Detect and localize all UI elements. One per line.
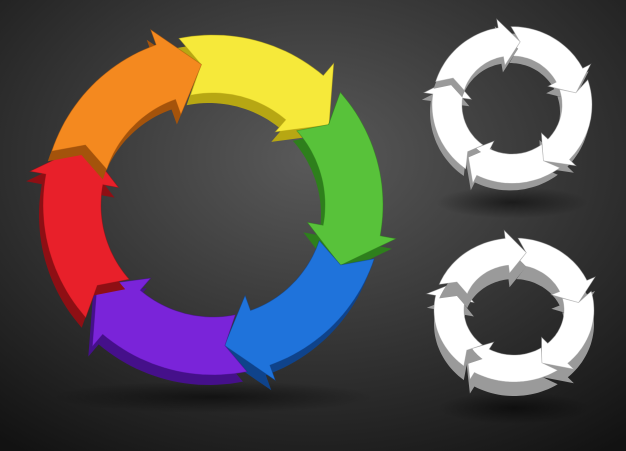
white-cycle-flat-arrow-4	[421, 77, 484, 176]
white-cycle-flat-arrow-2	[539, 79, 593, 173]
yellow-arrow	[175, 34, 335, 142]
purple-arrow	[88, 277, 248, 385]
small-cycle-bottom	[425, 229, 597, 424]
white-cycle-flat-arrow-5	[433, 17, 521, 98]
small-cycle-bottom-shadow	[438, 392, 590, 424]
white-cycle-flat-arrow-2-face	[540, 79, 593, 167]
white-cycle-flat-arrow-1-face	[510, 26, 592, 94]
small-cycle-top-shadow	[436, 186, 588, 219]
white-cycle-flat-arrow-4-face	[422, 77, 484, 170]
white-cycle-flat-arrow-3	[465, 140, 561, 191]
yellow-arrow-face	[178, 34, 335, 133]
blue-arrow-face	[224, 239, 375, 382]
white-cycle-tilted-arrow-2-face	[541, 290, 595, 370]
orange-arrow	[47, 28, 202, 180]
white-cycle-tilted-arrow-2	[541, 290, 595, 384]
white-cycle-tilted-arrow-1-face	[515, 237, 597, 304]
white-cycle-flat-arrow-1	[509, 26, 592, 101]
green-arrow	[292, 91, 398, 276]
purple-arrow-face	[91, 277, 248, 376]
orange-arrow-face	[51, 28, 202, 171]
white-cycle-tilted-arrow-5-face	[438, 229, 527, 295]
red-arrow-face	[28, 144, 130, 319]
white-cycle-tilted-arrow-5	[438, 229, 527, 308]
red-arrow	[26, 144, 130, 328]
green-arrow-face	[296, 91, 398, 266]
large-cycle-diagram	[26, 28, 398, 413]
small-cycle-top	[421, 17, 593, 219]
white-cycle-tilted-arrow-4	[425, 281, 484, 381]
white-cycle-tilted-arrow-3-face	[466, 341, 559, 383]
white-cycle-tilted-arrow-4-face	[425, 281, 484, 367]
white-cycle-tilted-arrow-1	[515, 237, 597, 317]
blue-arrow	[220, 239, 375, 391]
white-cycle-flat-arrow-5-face	[434, 17, 521, 92]
white-cycle-tilted-arrow-3	[466, 341, 559, 396]
large-cycle-shadow	[51, 381, 375, 413]
white-cycle-flat-arrow-3-face	[466, 140, 561, 185]
